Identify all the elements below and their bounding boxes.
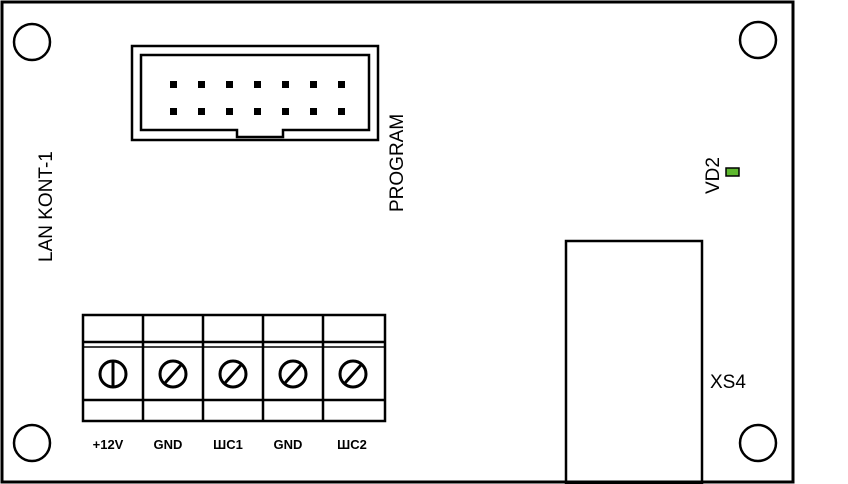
terminal-screws (98, 359, 368, 389)
terminal-block (81, 313, 387, 423)
header-pin (338, 81, 345, 88)
header-pins (170, 81, 345, 115)
terminal-label-4: GND (274, 437, 303, 452)
header-pin (198, 108, 205, 115)
terminal-label-3: ШС1 (213, 437, 243, 452)
mounting-hole-top-left (12, 22, 52, 62)
header-pin (170, 108, 177, 115)
terminal-label-5: ШС2 (337, 437, 367, 452)
mounting-hole-bottom-left (12, 423, 52, 463)
screw-diagonal-slot-icon (158, 359, 188, 389)
header-pin (310, 108, 317, 115)
header-pin (338, 108, 345, 115)
led-vd2 (725, 167, 740, 177)
header-pin (282, 81, 289, 88)
screw-diagonal-slot-icon (278, 359, 308, 389)
program-header-label: PROGRAM (387, 114, 408, 212)
header-pin (310, 81, 317, 88)
header-pin (282, 108, 289, 115)
connector-label: XS4 (710, 372, 746, 393)
header-pin (254, 108, 261, 115)
header-pin (226, 108, 233, 115)
board-name-label: LAN KONT-1 (36, 151, 57, 262)
terminal-label-2: GND (154, 437, 183, 452)
mounting-hole-top-right (738, 20, 778, 60)
terminal-label-1: +12V (93, 437, 124, 452)
connector-xs4 (564, 239, 704, 484)
led-label: VD2 (703, 157, 724, 194)
screw-vertical-slot-icon (98, 359, 128, 389)
header-pin (254, 81, 261, 88)
header-pin (170, 81, 177, 88)
mounting-hole-bottom-right (738, 423, 778, 463)
header-pin (198, 81, 205, 88)
program-header (130, 44, 380, 142)
screw-diagonal-slot-icon (218, 359, 248, 389)
screw-diagonal-slot-icon (338, 359, 368, 389)
header-pin (226, 81, 233, 88)
